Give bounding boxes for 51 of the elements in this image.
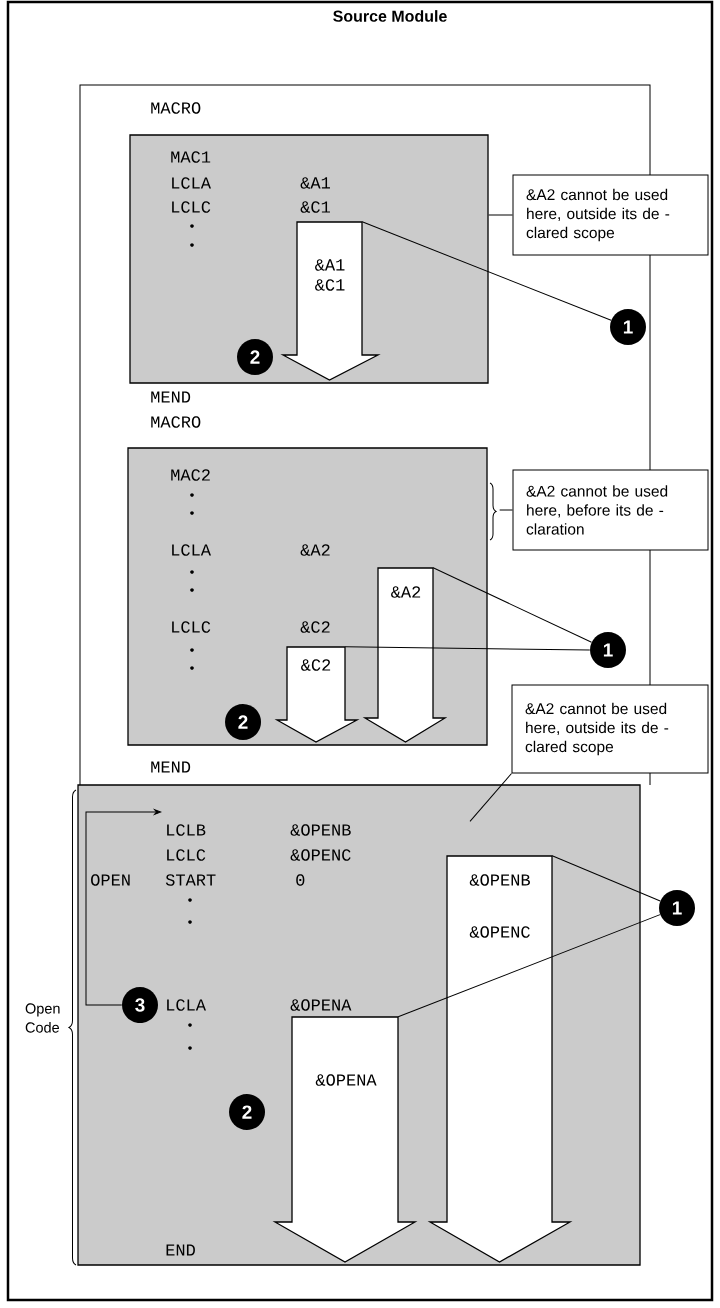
callout-number: 1: [659, 890, 695, 926]
code-text: &A1: [300, 177, 330, 189]
leader-line: [397, 914, 661, 1018]
leader-line: [469, 773, 512, 822]
code-text: LCLC: [167, 849, 206, 861]
leader-line: [344, 646, 591, 651]
code-text: &A2: [300, 544, 330, 556]
note-box: &A2 cannot be used here, outside its de - clared scope: [511, 684, 709, 774]
code-text: MACRO: [151, 102, 201, 114]
callout-number: 1: [610, 309, 646, 345]
code-text: &C1: [300, 201, 330, 213]
code-text: MEND: [151, 391, 191, 403]
code-text: MAC1: [171, 151, 211, 163]
code-text: LCLB: [167, 824, 206, 836]
code-text: LCLA: [172, 544, 211, 556]
code-text: LCLC: [172, 621, 211, 633]
code-text: OPEN: [91, 874, 130, 886]
code-text: LCLA: [172, 177, 211, 189]
code-text: LCLA: [167, 999, 206, 1011]
scope-text: &OPENC: [469, 926, 530, 938]
leader-line: [432, 567, 593, 643]
code-text: &OPENB: [290, 824, 351, 836]
code-text: &OPENA: [290, 999, 352, 1011]
note-box: &A2 cannot be used here, outside its de - clared scope: [512, 174, 709, 256]
leader-line: [551, 855, 661, 902]
title: Source Module: [333, 10, 447, 22]
leader-line: [85, 809, 162, 1006]
scope-text: &OPENB: [469, 874, 530, 886]
scope-text: &OPENA: [315, 1074, 377, 1086]
side-label: Open Code: [25, 1003, 60, 1033]
code-text: &OPENC: [290, 849, 351, 861]
leader-line: [488, 214, 513, 216]
code-text: MEND: [151, 761, 191, 773]
code-text: END: [166, 1244, 195, 1256]
scope-text: &A1 &C1: [315, 259, 345, 291]
callout-number: 3: [122, 987, 158, 1023]
leader-line: [361, 221, 612, 321]
callout-number: 2: [237, 339, 273, 375]
callout-number: 2: [229, 1094, 265, 1130]
scope-text: &C2: [301, 659, 331, 671]
leader-line: [499, 509, 513, 511]
code-text: MACRO: [151, 416, 201, 428]
code-text: MAC2: [171, 469, 210, 481]
code-text: &C2: [300, 621, 330, 633]
callout-number: 2: [225, 704, 261, 740]
code-text: LCLC: [172, 201, 211, 213]
code-text: 0: [296, 874, 305, 886]
note-box: &A2 cannot be used here, before its de - claration: [512, 469, 709, 551]
scope-text: &A2: [391, 586, 421, 598]
callout-number: 1: [590, 632, 626, 668]
code-text: START: [165, 874, 216, 886]
